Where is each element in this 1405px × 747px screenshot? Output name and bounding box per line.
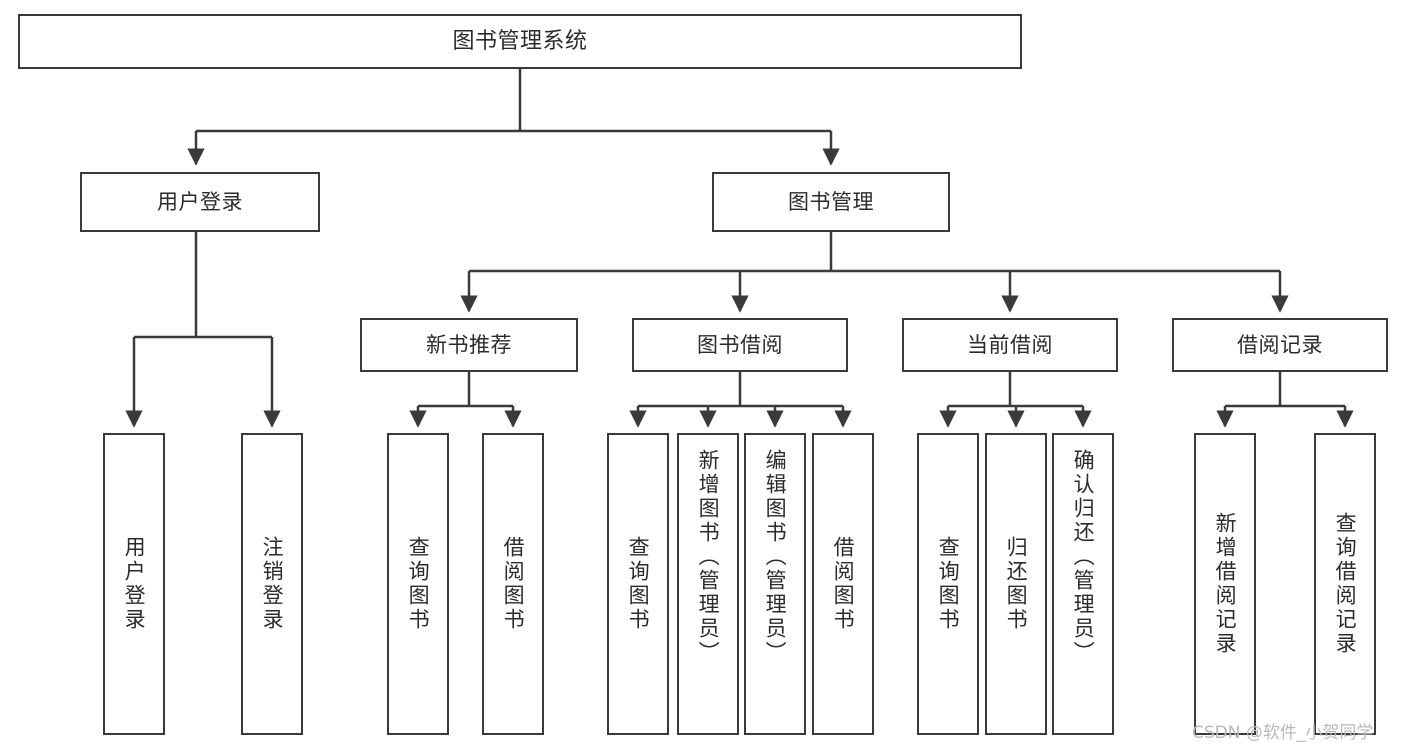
node-book-borrow-label: 图书借阅 <box>697 332 783 357</box>
node-new-book-rec-label: 新书推荐 <box>426 332 512 357</box>
leaf-query-book-3[interactable]: 查询图书 <box>917 433 979 735</box>
leaf-query-record[interactable]: 查询借阅记录 <box>1314 433 1376 735</box>
node-book-borrow[interactable]: 图书借阅 <box>632 318 848 372</box>
leaf-query-record-label: 查询借阅记录 <box>1333 512 1358 656</box>
node-user-login[interactable]: 用户登录 <box>80 172 320 232</box>
node-current-borrow-label: 当前借阅 <box>967 332 1053 357</box>
leaf-add-book[interactable]: 新增图书（管理员） <box>677 433 739 735</box>
csdn-watermark: CSDN @软件_小贺同学 <box>1192 723 1374 743</box>
leaf-borrow-book-2[interactable]: 借阅图书 <box>812 433 874 735</box>
leaf-confirm-return-label: 确认归还（管理员） <box>1071 449 1096 665</box>
leaf-borrow-book-1-label: 借阅图书 <box>501 536 526 632</box>
leaf-return-book[interactable]: 归还图书 <box>985 433 1047 735</box>
node-borrow-record-label: 借阅记录 <box>1237 332 1323 357</box>
node-new-book-rec[interactable]: 新书推荐 <box>360 318 578 372</box>
leaf-query-book-1[interactable]: 查询图书 <box>387 433 449 735</box>
leaf-edit-book-label: 编辑图书（管理员） <box>763 449 788 665</box>
leaf-borrow-book-2-label: 借阅图书 <box>831 536 856 632</box>
leaf-add-record-label: 新增借阅记录 <box>1213 512 1238 656</box>
leaf-user-login[interactable]: 用户登录 <box>103 433 165 735</box>
leaf-logout-label: 注销登录 <box>260 536 285 632</box>
leaf-query-book-2-label: 查询图书 <box>626 536 651 632</box>
leaf-user-login-label: 用户登录 <box>122 536 147 632</box>
node-root[interactable]: 图书管理系统 <box>18 14 1022 69</box>
node-user-login-label: 用户登录 <box>157 189 243 214</box>
node-root-label: 图书管理系统 <box>452 28 588 54</box>
leaf-query-book-1-label: 查询图书 <box>406 536 431 632</box>
leaf-logout[interactable]: 注销登录 <box>241 433 303 735</box>
leaf-query-book-3-label: 查询图书 <box>936 536 961 632</box>
leaf-add-record[interactable]: 新增借阅记录 <box>1194 433 1256 735</box>
node-book-manage[interactable]: 图书管理 <box>712 172 950 232</box>
leaf-borrow-book-1[interactable]: 借阅图书 <box>482 433 544 735</box>
node-book-manage-label: 图书管理 <box>788 189 874 214</box>
leaf-edit-book[interactable]: 编辑图书（管理员） <box>744 433 806 735</box>
node-current-borrow[interactable]: 当前借阅 <box>902 318 1118 372</box>
leaf-add-book-label: 新增图书（管理员） <box>696 449 721 665</box>
node-borrow-record[interactable]: 借阅记录 <box>1172 318 1388 372</box>
leaf-query-book-2[interactable]: 查询图书 <box>607 433 669 735</box>
leaf-return-book-label: 归还图书 <box>1004 536 1029 632</box>
leaf-confirm-return[interactable]: 确认归还（管理员） <box>1052 433 1114 735</box>
